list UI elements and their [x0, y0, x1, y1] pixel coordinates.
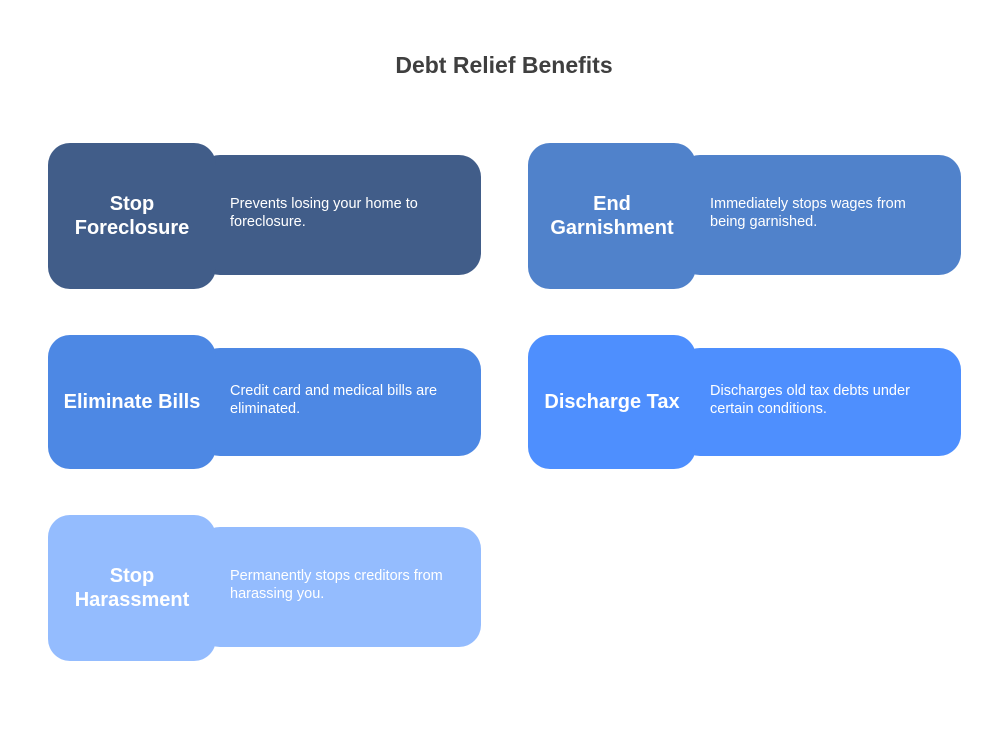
- card-description: Discharges old tax debts under certain c…: [710, 383, 910, 417]
- card-description: Prevents losing your home to foreclosure…: [230, 196, 418, 230]
- card-description: Permanently stops creditors from harassi…: [230, 568, 443, 602]
- card-description-panel: [198, 155, 481, 275]
- card-description-panel: [198, 348, 481, 456]
- card-description-panel: [678, 155, 961, 275]
- card-stop-foreclosure: Stop Foreclosure Prevents losing your ho…: [48, 143, 481, 289]
- card-heading-panel: Discharge Tax: [528, 335, 696, 469]
- card-description-panel: [678, 348, 961, 456]
- card-eliminate-bills: Eliminate Bills Credit card and medical …: [48, 335, 481, 469]
- card-heading: Discharge Tax: [544, 391, 680, 413]
- card-description: Immediately stops wages from being garni…: [710, 196, 906, 230]
- card-description: Credit card and medical bills are elimin…: [230, 383, 438, 417]
- card-heading-panel: End Garnishment: [528, 143, 696, 289]
- card-heading-panel: Eliminate Bills: [48, 335, 216, 469]
- card-end-garnishment: End Garnishment Immediately stops wages …: [528, 143, 961, 289]
- card-heading: Stop Harassment: [74, 565, 190, 611]
- diagram-title: Debt Relief Benefits: [395, 52, 613, 78]
- card-heading-panel: Stop Harassment: [48, 515, 216, 661]
- card-discharge-tax: Discharge Tax Discharges old tax debts u…: [528, 335, 961, 469]
- card-heading: Stop Foreclosure: [74, 193, 190, 239]
- card-heading: Eliminate Bills: [63, 391, 201, 413]
- card-heading-panel: Stop Foreclosure: [48, 143, 216, 289]
- card-heading: End Garnishment: [550, 193, 674, 239]
- card-stop-harassment: Stop Harassment Permanently stops credit…: [48, 515, 481, 661]
- card-description-panel: [198, 527, 481, 647]
